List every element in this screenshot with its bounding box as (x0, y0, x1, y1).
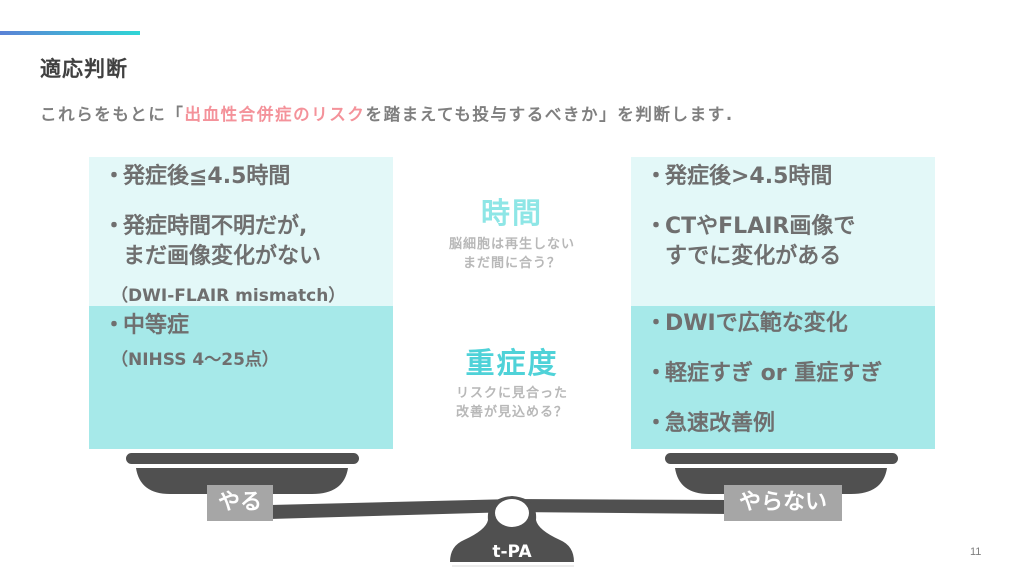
title-accent-bar (0, 31, 140, 35)
page-subtitle: これらをもとに「出血性合併症のリスクを踏まえても投与するべきか」を判断します. (40, 101, 734, 125)
right-severity-item: ・急速改善例 (645, 409, 929, 439)
item-text-continuation: すでに変化がある (665, 244, 842, 269)
left-criteria-panel: ・発症後≦4.5時間 ・発症時間不明だが, まだ画像変化がない （DWI-FLA… (89, 157, 393, 449)
scale-fulcrum (450, 496, 574, 562)
left-severity-item: ・中等症 (103, 311, 387, 341)
bullet-icon: ・ (645, 214, 668, 239)
bullet-icon: ・ (103, 313, 126, 338)
time-heading: 時間 (480, 196, 543, 230)
page-title: 適応判断 (40, 57, 128, 81)
time-subtext-1: 脳細胞は再生しない (448, 237, 575, 252)
bullet-icon: ・ (645, 361, 668, 386)
severity-subtext-1: リスクに見合った (455, 386, 568, 401)
left-severity-note: （NIHSS 4～25点） (111, 350, 279, 370)
do-not-administer-label: やらない (724, 485, 842, 521)
subtitle-text-end: を踏まえても投与するべきか」を判断します. (365, 105, 734, 124)
item-text: 中等症 (123, 313, 190, 338)
item-text: 急速改善例 (665, 411, 776, 436)
bullet-icon: ・ (645, 311, 668, 336)
right-severity-item: ・軽症すぎ or 重症すぎ (645, 359, 929, 389)
item-text: 発症後≦4.5時間 (123, 164, 291, 189)
left-severity-section (89, 306, 393, 449)
left-time-item: ・発症後≦4.5時間 (103, 162, 387, 192)
left-time-section (89, 157, 393, 306)
left-pan-rim (126, 453, 359, 464)
subtitle-highlight: 出血性合併症のリスク (184, 105, 366, 124)
severity-subtext-2: 改善が見込める？ (455, 405, 568, 420)
item-text: 発症後>4.5時間 (665, 164, 833, 189)
page-number: 11 (970, 546, 982, 558)
left-pan-bowl (136, 468, 348, 494)
fulcrum-label: t-PA (492, 542, 532, 562)
bullet-icon: ・ (103, 214, 126, 239)
right-severity-item: ・DWIで広範な変化 (645, 309, 929, 339)
right-pan-rim (665, 453, 898, 464)
left-time-item: ・発症時間不明だが, まだ画像変化がない (103, 212, 387, 272)
bullet-icon: ・ (103, 164, 126, 189)
item-text: 軽症すぎ or 重症すぎ (665, 361, 883, 386)
bullet-icon: ・ (645, 411, 668, 436)
severity-heading: 重症度 (465, 346, 559, 380)
right-time-item: ・発症後>4.5時間 (645, 162, 929, 192)
item-text: CTやFLAIR画像で (665, 214, 856, 239)
right-time-item: ・CTやFLAIR画像で すでに変化がある (645, 212, 929, 272)
right-criteria-panel: ・発症後>4.5時間 ・CTやFLAIR画像で すでに変化がある ・DWIで広範… (631, 157, 935, 449)
item-text: DWIで広範な変化 (665, 311, 848, 336)
bullet-icon: ・ (645, 164, 668, 189)
subtitle-text: これらをもとに「 (40, 105, 185, 124)
left-time-note: （DWI-FLAIR mismatch） (111, 286, 346, 306)
fulcrum-hole (495, 499, 529, 527)
administer-label: やる (207, 485, 273, 521)
time-subtext-2: まだ間に合う？ (462, 256, 561, 271)
item-text: 発症時間不明だが, (123, 214, 308, 239)
right-severity-section (631, 306, 935, 449)
item-text-continuation: まだ画像変化がない (123, 244, 322, 269)
right-time-section (631, 157, 935, 306)
